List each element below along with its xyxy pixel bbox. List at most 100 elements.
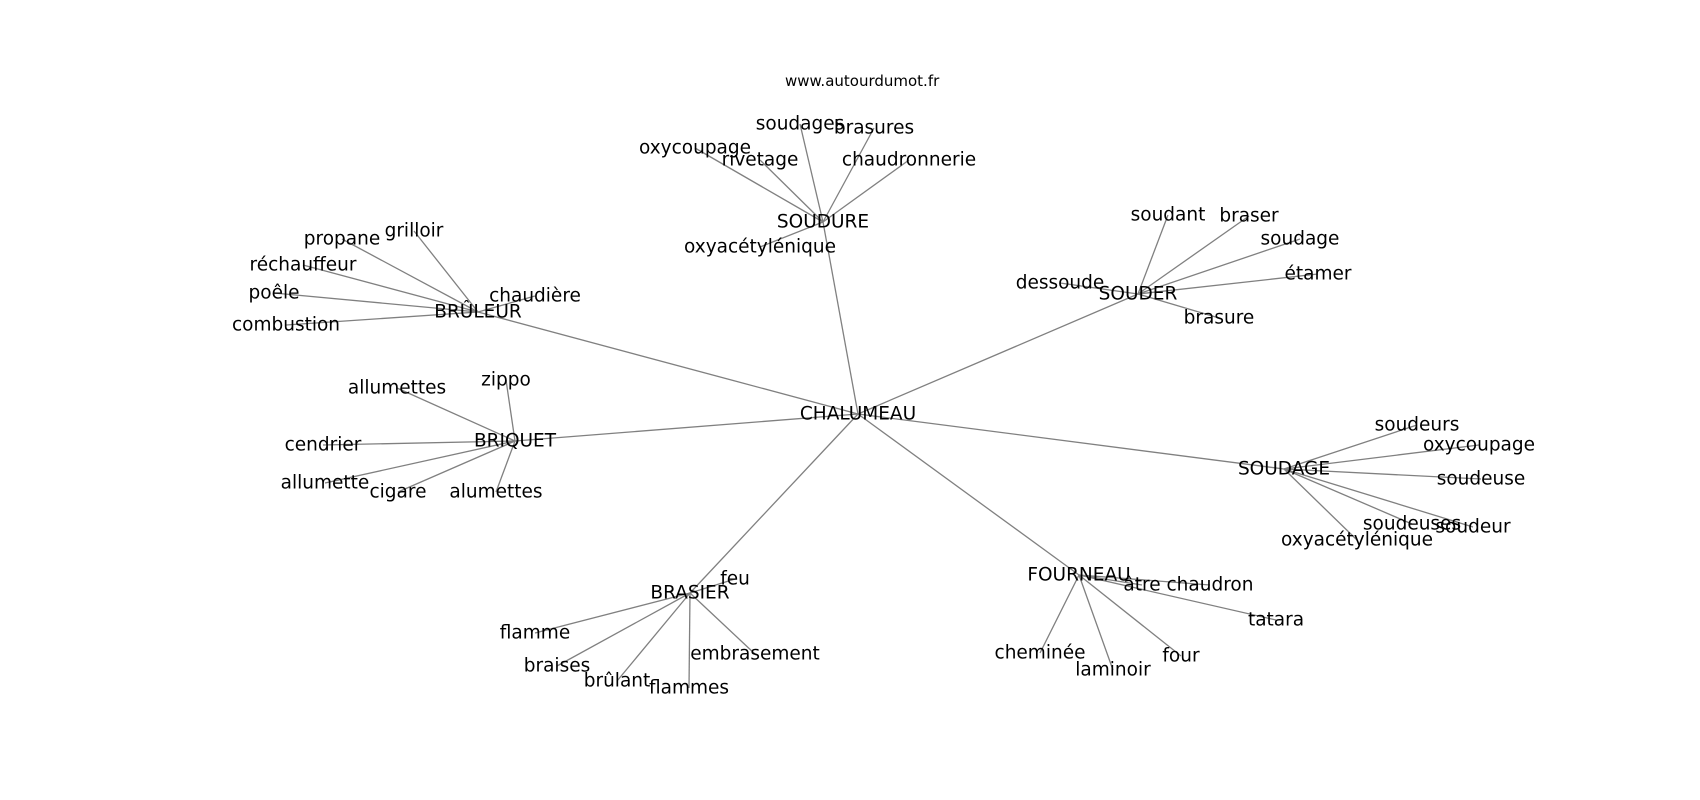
node-hub-bruleur[interactable]: BRÛLEUR [434, 301, 522, 323]
node-word-embrasement[interactable]: embrasement [690, 644, 820, 665]
edge-brasier-feu [689, 578, 736, 594]
edge-soudure-oxyacetylenique [759, 221, 824, 248]
edge-fourneau-chaudron [1078, 574, 1211, 586]
node-word-soudages[interactable]: soudages [756, 114, 845, 135]
edge-briquet-alumettes [495, 440, 516, 493]
edge-soudage-soudeuse [1283, 468, 1482, 480]
edge-soudure-oxycoupage [694, 147, 824, 223]
edge-brasier-flammes [688, 592, 691, 689]
edge-souder-soudage [1137, 238, 1301, 295]
edge-center-briquet [514, 413, 859, 442]
edge-soudure-brasures [822, 127, 875, 223]
node-hub-soudage[interactable]: SOUDAGE [1238, 459, 1330, 480]
node-word-brasure[interactable]: brasure [1184, 308, 1255, 329]
edge-soudure-soudages [799, 123, 824, 223]
node-word-etamer[interactable]: étamer [1285, 264, 1352, 285]
node-word-four[interactable]: four [1162, 646, 1200, 667]
node-word-alumettes[interactable]: alumettes [449, 482, 542, 503]
node-hub-souder[interactable]: SOUDER [1099, 284, 1178, 305]
edge-briquet-cigare [397, 440, 516, 493]
node-word-brasures[interactable]: brasures [834, 118, 914, 139]
node-word-feu[interactable]: feu [720, 569, 750, 590]
edge-soudage-oxyacetylenique [1283, 468, 1358, 541]
node-word-soudant[interactable]: soudant [1131, 205, 1206, 226]
node-word-soudeuses[interactable]: soudeuses [1363, 514, 1461, 535]
edge-bruleur-combustion [285, 311, 479, 326]
edge-soudage-soudeur [1283, 468, 1474, 528]
edge-briquet-allumette [324, 440, 516, 484]
edge-fourneau-cheminee [1039, 574, 1080, 654]
edge-center-bruleur [477, 311, 859, 415]
edge-center-soudure [822, 221, 859, 415]
node-word-tatara[interactable]: tatara [1248, 610, 1304, 631]
node-word-flamme[interactable]: flamme [500, 623, 570, 644]
edge-souder-etamer [1137, 273, 1319, 295]
node-word-flammes[interactable]: flammes [649, 678, 729, 699]
node-word-soudeur[interactable]: soudeur [1435, 517, 1511, 538]
edge-center-brasier [689, 413, 859, 594]
edge-center-souder [857, 293, 1139, 415]
node-word-allumettes[interactable]: allumettes [348, 378, 446, 399]
edge-brasier-flamme [534, 592, 691, 634]
edge-souder-braser [1137, 215, 1250, 295]
node-word-brulant[interactable]: brûlant [584, 671, 651, 692]
edge-souder-dessoude [1059, 282, 1139, 295]
edge-souder-brasure [1137, 293, 1220, 319]
edge-fourneau-laminoir [1078, 574, 1114, 671]
edges-layer [273, 123, 1482, 689]
node-word-oxyacetylenique[interactable]: oxyacétylénique [684, 237, 836, 258]
node-hub-brasier[interactable]: BRASIER [650, 583, 729, 604]
edge-fourneau-four [1078, 574, 1182, 657]
edge-fourneau-tatara [1078, 574, 1277, 621]
node-word-grilloir[interactable]: grilloir [385, 221, 444, 242]
node-word-laminoir[interactable]: laminoir [1075, 660, 1151, 681]
node-word-dessoude[interactable]: dessoude [1016, 273, 1105, 294]
edge-bruleur-grilloir [413, 230, 479, 313]
node-word-atre[interactable]: âtre [1123, 575, 1160, 596]
edge-soudage-soudeuses [1283, 468, 1413, 525]
edge-soudure-rivetage [759, 159, 824, 223]
node-word-soudeurs[interactable]: soudeurs [1375, 415, 1460, 436]
node-word-rivetage[interactable]: rivetage [722, 150, 799, 171]
node-hub-briquet[interactable]: BRIQUET [474, 431, 557, 452]
node-word-cheminee[interactable]: cheminée [995, 643, 1086, 664]
edge-bruleur-chaudiere [477, 295, 536, 313]
node-word-cendrier[interactable]: cendrier [285, 435, 362, 456]
node-word-braises[interactable]: braises [524, 656, 590, 677]
node-center-chalumeau[interactable]: CHALUMEAU [800, 404, 916, 425]
edge-souder-soudant [1137, 214, 1169, 295]
node-word-oxyacetylenique[interactable]: oxyacétylénique [1281, 530, 1433, 551]
edge-fourneau-atre [1078, 574, 1143, 586]
edge-brasier-brulant [616, 592, 691, 682]
node-word-oxycoupage[interactable]: oxycoupage [639, 138, 751, 159]
edge-bruleur-rechauffeur [302, 264, 479, 313]
edge-bruleur-poele [273, 292, 479, 313]
edge-center-soudage [857, 413, 1285, 470]
edge-center-fourneau [857, 413, 1080, 576]
node-word-poele[interactable]: poêle [249, 283, 300, 304]
edge-soudure-chaudronnerie [822, 159, 910, 223]
node-word-zippo[interactable]: zippo [481, 370, 531, 391]
node-word-combustion[interactable]: combustion [232, 315, 340, 336]
node-word-soudeuse[interactable]: soudeuse [1437, 469, 1526, 490]
node-word-chaudiere[interactable]: chaudière [489, 286, 581, 307]
node-word-oxycoupage[interactable]: oxycoupage [1423, 435, 1535, 456]
node-word-braser[interactable]: braser [1219, 206, 1279, 227]
node-word-rechauffeur[interactable]: réchauffeur [250, 255, 357, 276]
node-word-allumette[interactable]: allumette [281, 473, 370, 494]
node-word-propane[interactable]: propane [304, 229, 380, 250]
node-hub-fourneau[interactable]: FOURNEAU [1027, 565, 1130, 586]
node-word-chaudron[interactable]: chaudron [1167, 575, 1254, 596]
watermark-url: www.autourdumot.fr [785, 72, 940, 90]
node-word-cigare[interactable]: cigare [370, 482, 427, 503]
edge-brasier-braises [556, 592, 691, 667]
node-word-chaudronnerie[interactable]: chaudronnerie [842, 150, 976, 171]
node-hub-soudure[interactable]: SOUDURE [777, 212, 869, 233]
edge-bruleur-propane [341, 238, 479, 313]
edge-briquet-allumettes [396, 387, 516, 442]
edge-soudage-soudeurs [1283, 424, 1418, 470]
edge-briquet-cendrier [322, 440, 516, 446]
node-word-soudage[interactable]: soudage [1261, 229, 1340, 250]
